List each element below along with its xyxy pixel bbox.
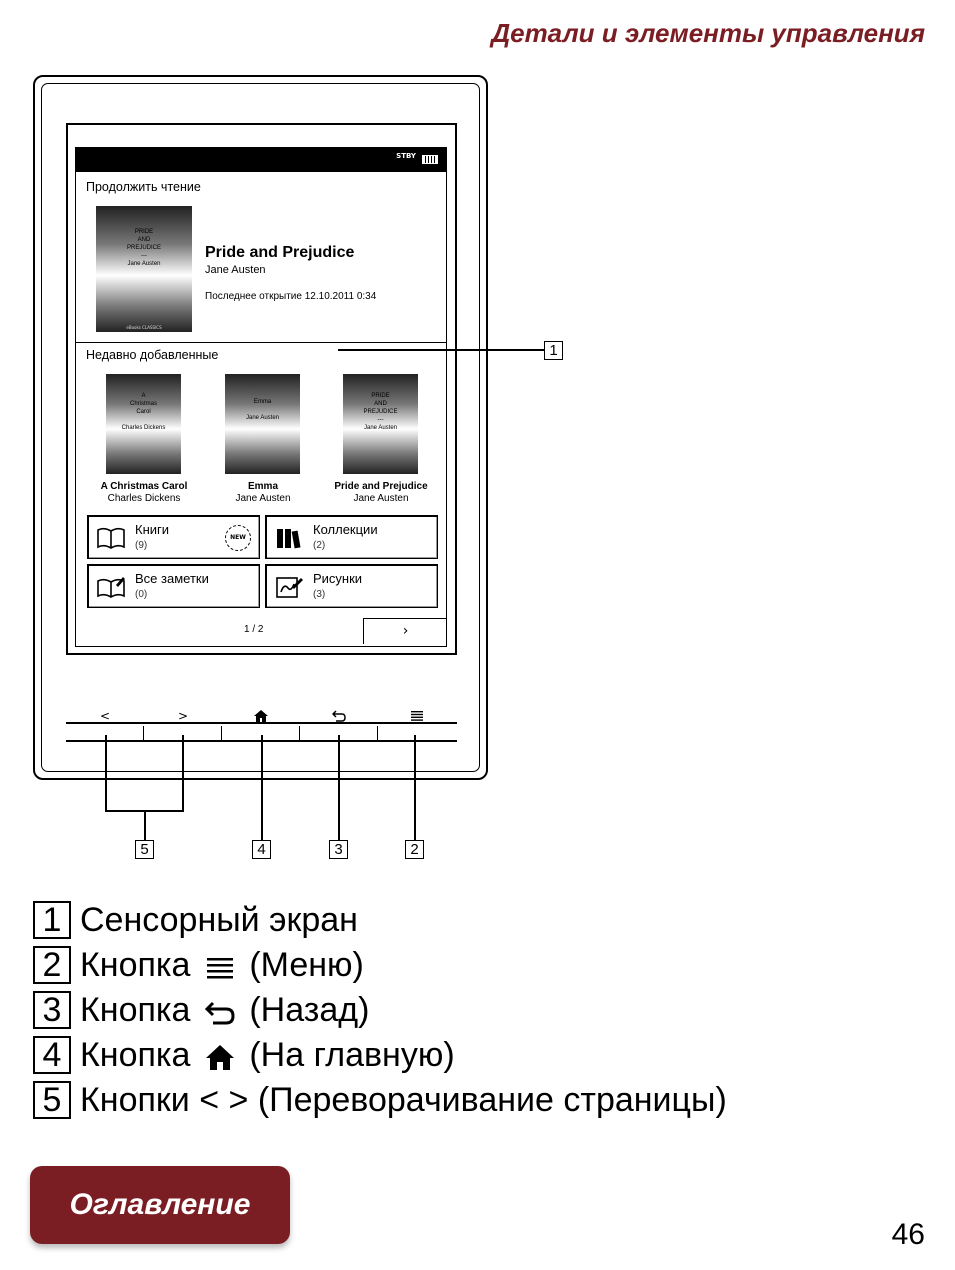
recent-book-cover[interactable]: A Christmas Carol Charles Dickens: [106, 374, 181, 474]
legend-number: 3: [33, 991, 71, 1029]
tile-count: (2): [313, 540, 326, 551]
back-hw-button[interactable]: [300, 703, 378, 743]
callout-3: 3: [329, 840, 348, 859]
callout-line: [144, 810, 146, 840]
button-separator: [377, 726, 378, 742]
legend-text: Сенсорный экран: [80, 900, 358, 939]
legend-number: 5: [33, 1081, 71, 1119]
callout-line: [338, 735, 340, 840]
tile-count: (9): [135, 540, 148, 551]
callout-line: [414, 735, 416, 840]
callout-1: 1: [544, 341, 563, 360]
legend-number: 4: [33, 1036, 71, 1074]
callout-line: [105, 735, 107, 812]
recently-added-label: Недавно добавленные: [86, 348, 219, 362]
recent-book-cover[interactable]: Emma Jane Austen: [225, 374, 300, 474]
cover-text: PRIDE AND PREJUDICE --- Jane Austen: [126, 229, 161, 267]
button-separator: [299, 726, 300, 742]
legend-suffix: (На главную): [249, 1035, 455, 1074]
page-number: 46: [891, 1218, 925, 1251]
drawing-icon: [276, 577, 303, 598]
open-book-icon: [97, 527, 125, 549]
legend-item: 4 Кнопка (На главную): [33, 1035, 455, 1075]
menu-hw-button[interactable]: [378, 703, 456, 743]
callout-line: [261, 735, 263, 840]
recent-book-cover[interactable]: PRIDE AND PREJUDICE --- Jane Austen: [343, 374, 418, 474]
legend-number: 2: [33, 946, 71, 984]
notes-icon: [97, 577, 125, 598]
cover-text: PRIDE AND PREJUDICE --- Jane Austen: [363, 393, 398, 431]
device-inner-frame: [41, 83, 480, 772]
continue-reading-author: Jane Austen: [205, 264, 266, 276]
tile-count: (0): [135, 589, 148, 600]
menu-icon: [206, 957, 233, 979]
legend-text: Кнопка (На главную): [80, 1036, 455, 1075]
legend-suffix: (Меню): [249, 945, 364, 984]
back-icon: [331, 710, 346, 722]
legend-suffix: (Назад): [249, 990, 370, 1029]
home-hw-button[interactable]: [222, 703, 300, 743]
recent-book-author: Jane Austen: [235, 493, 291, 504]
home-icon: [254, 710, 268, 722]
home-icon: [205, 1044, 234, 1070]
continue-reading-cover[interactable]: PRIDE AND PREJUDICE --- Jane Austen eBoo…: [96, 206, 192, 332]
continue-reading-label: Продолжить чтение: [86, 180, 201, 194]
callout-5: 5: [135, 840, 154, 859]
prev-page-hw-button[interactable]: <: [99, 709, 111, 723]
collections-icon: [277, 529, 301, 549]
next-page-hw-button[interactable]: >: [177, 709, 189, 723]
cover-footer: eBooks CLASSICS: [126, 325, 162, 330]
legend-item: 1 Сенсорный экран: [33, 900, 358, 940]
legend-text: Кнопки < > (Переворачивание страницы): [80, 1080, 727, 1119]
callout-4: 4: [252, 840, 271, 859]
cover-text: Emma Jane Austen: [245, 399, 280, 421]
tile-drawings[interactable]: Рисунки (3): [265, 564, 438, 608]
page-indicator: 1 / 2: [244, 624, 264, 635]
button-separator: [143, 726, 144, 742]
table-of-contents-button[interactable]: Оглавление: [30, 1166, 290, 1244]
standby-label: STBY: [396, 152, 416, 160]
touch-screen[interactable]: STBY Продолжить чтение PRIDE AND PREJUDI…: [75, 147, 447, 647]
callout-line: [338, 349, 544, 351]
legend-text: Кнопка (Меню): [80, 946, 364, 985]
recent-book-title[interactable]: Emma: [247, 481, 278, 492]
section-header-title: Детали и элементы управления: [491, 18, 925, 48]
tile-collections[interactable]: Коллекции (2): [265, 515, 438, 559]
next-page-button[interactable]: ›: [363, 618, 446, 644]
legend-prefix: Кнопка: [80, 1035, 191, 1074]
legend-prefix: Кнопка: [80, 990, 191, 1029]
legend-text: Кнопка (Назад): [80, 991, 369, 1030]
recent-book-title[interactable]: A Christmas Carol: [100, 481, 188, 492]
recent-book-title[interactable]: Pride and Prejudice: [334, 481, 428, 492]
back-icon: [204, 1001, 235, 1025]
recent-book-author: Charles Dickens: [107, 493, 181, 504]
continue-reading-title[interactable]: Pride and Prejudice: [205, 244, 355, 261]
tile-all-notes[interactable]: Все заметки (0): [87, 564, 260, 608]
legend-prefix: Кнопка: [80, 945, 191, 984]
tile-label: Коллекции: [313, 522, 378, 537]
legend-item: 3 Кнопка (Назад): [33, 990, 369, 1030]
cover-text: A Christmas Carol Charles Dickens: [121, 393, 166, 431]
legend-number: 1: [33, 901, 71, 939]
status-bar: STBY: [76, 148, 446, 172]
last-opened-text: Последнее открытие 12.10.2011 0:34: [205, 291, 377, 302]
callout-line: [182, 735, 184, 812]
legend-item: 5 Кнопки < > (Переворачивание страницы): [33, 1080, 727, 1120]
tile-label: Все заметки: [135, 571, 209, 586]
new-badge: NEW: [225, 525, 251, 551]
recent-book-author: Jane Austen: [353, 493, 409, 504]
battery-icon: [422, 155, 438, 164]
button-separator: [221, 726, 222, 742]
callout-2: 2: [405, 840, 424, 859]
tile-label: Книги: [135, 522, 170, 537]
tile-label: Рисунки: [313, 571, 363, 586]
tile-count: (3): [313, 589, 326, 600]
menu-icon: [411, 711, 423, 721]
screen-bezel: [66, 123, 457, 655]
tile-books[interactable]: Книги (9) NEW: [87, 515, 260, 559]
legend-item: 2 Кнопка (Меню): [33, 945, 364, 985]
section-divider: [76, 342, 446, 343]
